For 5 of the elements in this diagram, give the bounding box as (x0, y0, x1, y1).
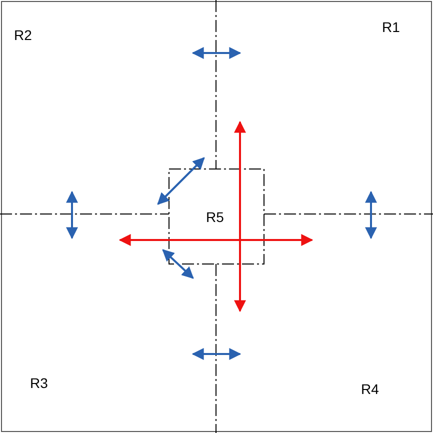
region-label: R4 (361, 381, 379, 397)
region-label: R5 (206, 209, 224, 225)
region-label: R1 (382, 19, 400, 35)
region-label: R2 (14, 27, 32, 43)
region-label: R3 (30, 375, 48, 391)
